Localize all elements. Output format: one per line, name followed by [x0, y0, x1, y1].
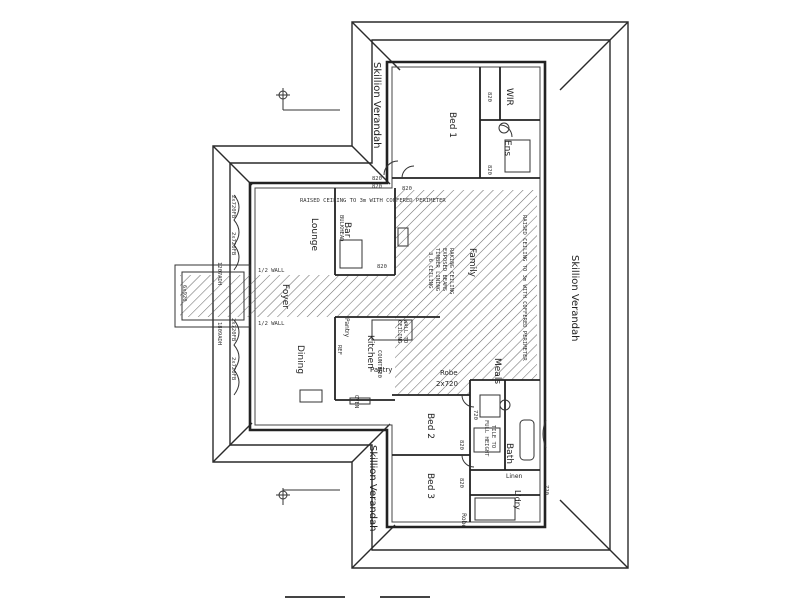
north-marker-icon — [276, 88, 340, 505]
room-pantry-small: Pantry — [370, 366, 392, 374]
room-ens: Ens — [502, 140, 512, 156]
window-size: 2x720FB — [230, 318, 236, 342]
door-size: 820 — [486, 165, 492, 175]
window-size: 6x920 — [181, 285, 187, 302]
note-bulkhead: BULKHEAD — [338, 215, 344, 242]
room-ldry: L'dry — [513, 490, 522, 510]
room-linen: Linen — [506, 473, 523, 480]
room-pantry: Pantry — [343, 318, 350, 338]
verandah-label-bottom: Skillion Verandah — [367, 445, 378, 532]
room-kitchen: Kitchen — [365, 335, 375, 369]
note-raised-top: RAISED CEILING TO 3m WITH COFFERED PERIM… — [300, 198, 446, 204]
entry-porch — [174, 264, 251, 328]
window-size: 2x720FB — [230, 357, 236, 381]
note-oven: OVEN — [353, 395, 359, 408]
internal-walls — [334, 67, 540, 522]
note-kitchen-2: CEILING — [396, 320, 402, 343]
window-sizes: 2x720FB 2x720FB 2x720FB 2x720FB 1207ADH … — [181, 195, 236, 381]
bay-windows — [233, 194, 547, 449]
room-lounge: Lounge — [309, 218, 319, 251]
verandah-label-top: Skillion Verandah — [371, 62, 382, 149]
window-size: 2x720FB — [230, 195, 236, 219]
note-ceiling-4: 3.6 CEILING — [427, 252, 433, 288]
room-bed1: Bed 1 — [447, 112, 457, 138]
door-size: 820 — [376, 368, 382, 378]
door-size: 820 — [458, 440, 464, 450]
door-size: 820 — [458, 478, 464, 488]
room-foyer: Foyer — [280, 284, 290, 309]
room-family: Family — [467, 248, 477, 278]
verandah-label-right: Skillion Verandah — [569, 255, 580, 342]
note-half-wall-2: 1/2 WALL — [258, 321, 285, 327]
note-ceiling-1: RAKING CEILING — [448, 248, 454, 294]
door-size: 820 — [372, 184, 382, 190]
note-raised-right: RAISED CEILING TO 3m WITH COFFERED PERIM… — [521, 215, 527, 361]
note-kitchen-1: WALL TO — [402, 320, 408, 343]
note-full-height-1: TILE TO — [490, 425, 496, 448]
roof-outline — [212, 21, 629, 569]
room-bar: Bar — [342, 222, 352, 238]
note-half-wall-1: 1/2 WALL — [258, 268, 285, 274]
note-ceiling-2: EXPOSED BEAMS — [441, 248, 447, 291]
room-labels: Bed 1 WIR Ens Lounge Bar Family Meals Fo… — [280, 88, 523, 528]
room-meals: Meals — [492, 358, 502, 384]
room-wir: WIR — [504, 88, 514, 106]
door-size: 720 — [543, 485, 549, 495]
door-sizes: 820 820 820 820 820 820 820 820 820 720 … — [372, 92, 549, 495]
note-kitchen-3: COUNTER — [376, 350, 382, 374]
door-size: 820 — [372, 176, 382, 182]
room-robe-bed3: Robe — [460, 513, 467, 528]
note-ceiling-3: TIMBER LINING — [434, 248, 440, 291]
door-size: 820 — [377, 264, 387, 270]
external-walls — [248, 60, 547, 529]
raised-ceiling-area — [180, 190, 537, 395]
window-size: 1207ADH — [216, 262, 222, 285]
door-swings — [383, 124, 513, 468]
window-size: 1809ADH — [216, 322, 222, 345]
window-size: 2x720FB — [230, 232, 236, 256]
room-bath: Bath — [504, 443, 514, 464]
door-size: 820 — [402, 186, 412, 192]
door-size: 820 — [486, 92, 492, 102]
plan-notes: RAISED CEILING TO 3m WITH COFFERED PERIM… — [258, 198, 527, 457]
door-size: 720 — [472, 410, 478, 420]
room-robe-size: 2x720 — [436, 380, 458, 388]
room-robe: Robe — [440, 369, 458, 377]
room-dining: Dining — [295, 345, 305, 374]
external-walls-inner — [254, 66, 541, 523]
note-ref: REF — [336, 345, 342, 355]
fixtures — [299, 122, 535, 521]
room-bed3: Bed 3 — [425, 473, 435, 499]
note-full-height-2: FULL HEIGHT — [483, 420, 489, 457]
room-bed2: Bed 2 — [425, 413, 435, 439]
